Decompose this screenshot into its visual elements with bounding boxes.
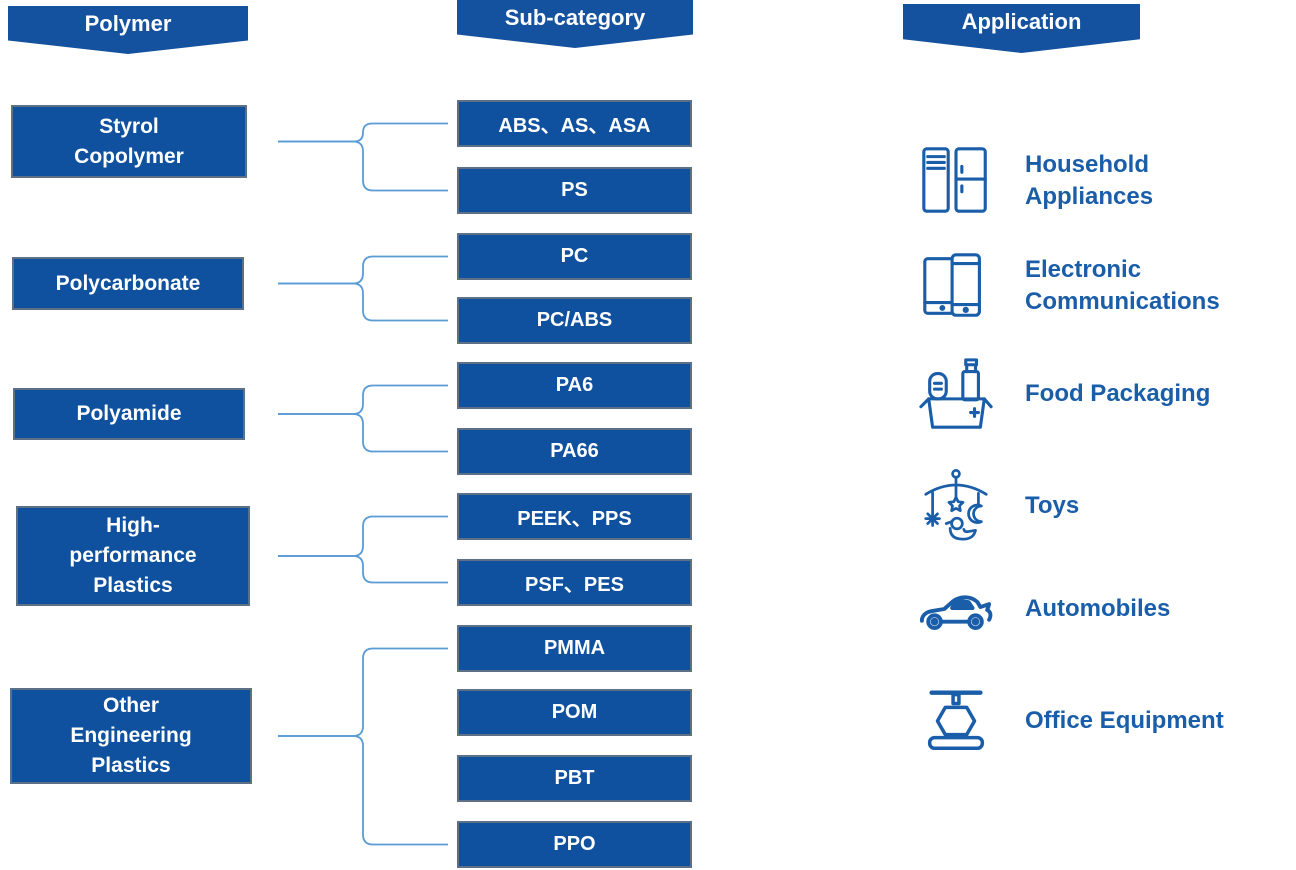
connector-polycarbonate-to-pc — [278, 255, 448, 285]
subcategory-box-label: PA6 — [555, 374, 594, 396]
subcategory-box-label: PS — [561, 179, 588, 201]
subcategory-box-pc: PC — [457, 233, 692, 280]
office-equipment-icon — [915, 680, 997, 762]
subcategory-box-ps: PS — [457, 167, 692, 214]
electronic-communications-icon — [915, 245, 997, 327]
polymer-box-polyamide: Polyamide — [13, 388, 245, 440]
polymer-header-banner: Polymer — [8, 6, 248, 54]
subcategory-box-label: PC — [560, 245, 589, 267]
subcategory-box-label: PEEK、PPS — [517, 508, 632, 530]
application-label: Household Appliances — [1025, 151, 1154, 210]
subcategory-box-pmma: PMMA — [457, 625, 692, 672]
polymer-box-other-engineering-plastics: Other Engineering Plastics — [10, 688, 252, 784]
subcategory-box-pc-abs: PC/ABS — [457, 297, 692, 344]
polymer-box-label: Other Engineering Plastics — [70, 694, 192, 777]
polymer-box-label: Polycarbonate — [55, 271, 201, 295]
application-item-automobiles: Automobiles — [915, 567, 1170, 651]
application-item-household-appliances: Household Appliances — [915, 139, 1153, 223]
connector-styrol-to-abs — [278, 122, 448, 143]
sub-category-header-label: Sub-category — [504, 4, 646, 30]
subcategory-box-label: ABS、AS、ASA — [498, 115, 651, 137]
subcategory-box-pa66: PA66 — [457, 428, 692, 475]
application-header-label: Application — [961, 9, 1082, 34]
automobiles-icon — [915, 568, 997, 650]
connector-other-to-pmma — [278, 647, 448, 737]
connector-highperf-to-peek — [278, 515, 448, 557]
subcategory-box-pom: POM — [457, 689, 692, 736]
connector-polyamide-to-pa6 — [278, 384, 448, 415]
polymer-box-polycarbonate: Polycarbonate — [12, 257, 244, 310]
subcategory-box-pa6: PA6 — [457, 362, 692, 409]
subcategory-box-psf-pes: PSF、PES — [457, 559, 692, 606]
subcategory-box-label: POM — [551, 701, 598, 723]
application-item-office-equipment: Office Equipment — [915, 679, 1224, 763]
application-label: Automobiles — [1025, 595, 1171, 623]
polymer-box-label: High- performance Plastics — [69, 514, 197, 597]
subcategory-box-label: PPO — [553, 833, 596, 855]
polymer-box-label: Polyamide — [76, 402, 182, 426]
application-header-banner: Application — [903, 4, 1140, 53]
polymer-box-high-performance-plastics: High- performance Plastics — [16, 506, 250, 606]
polymer-box-styrol-copolymer: Styrol Copolymer — [11, 105, 247, 178]
application-item-food-packaging: Food Packaging — [915, 352, 1210, 436]
subcategory-box-label: PSF、PES — [525, 574, 624, 596]
connector-highperf-to-psf — [278, 555, 448, 584]
application-label: Toys — [1025, 492, 1080, 520]
subcategory-box-pbt: PBT — [457, 755, 692, 802]
connector-other-to-ppo — [278, 735, 448, 846]
subcategory-box-label: PC/ABS — [536, 309, 613, 331]
application-item-electronic-communications: Electronic Communications — [915, 244, 1220, 328]
toys-icon — [915, 465, 997, 547]
subcategory-box-abs-as-asa: ABS、AS、ASA — [457, 100, 692, 147]
connector-styrol-to-ps — [278, 140, 448, 192]
subcategory-box-label: PMMA — [543, 637, 606, 659]
polymer-box-label: Styrol Copolymer — [74, 114, 184, 168]
subcategory-box-label: PBT — [554, 767, 595, 789]
connector-polycarbonate-to-pcabs — [278, 282, 448, 322]
subcategory-box-ppo: PPO — [457, 821, 692, 868]
polymer-header-label: Polymer — [84, 10, 172, 36]
household-appliances-icon — [915, 140, 997, 222]
application-item-toys: Toys — [915, 464, 1079, 548]
application-label: Office Equipment — [1025, 707, 1224, 735]
application-label: Food Packaging — [1025, 380, 1211, 408]
food-packaging-icon — [915, 353, 997, 435]
subcategory-box-peek-pps: PEEK、PPS — [457, 493, 692, 540]
application-label: Electronic Communications — [1025, 256, 1220, 315]
sub-category-header-banner: Sub-category — [457, 0, 693, 48]
connector-polyamide-to-pa66 — [278, 413, 448, 453]
subcategory-box-label: PA66 — [550, 440, 599, 462]
